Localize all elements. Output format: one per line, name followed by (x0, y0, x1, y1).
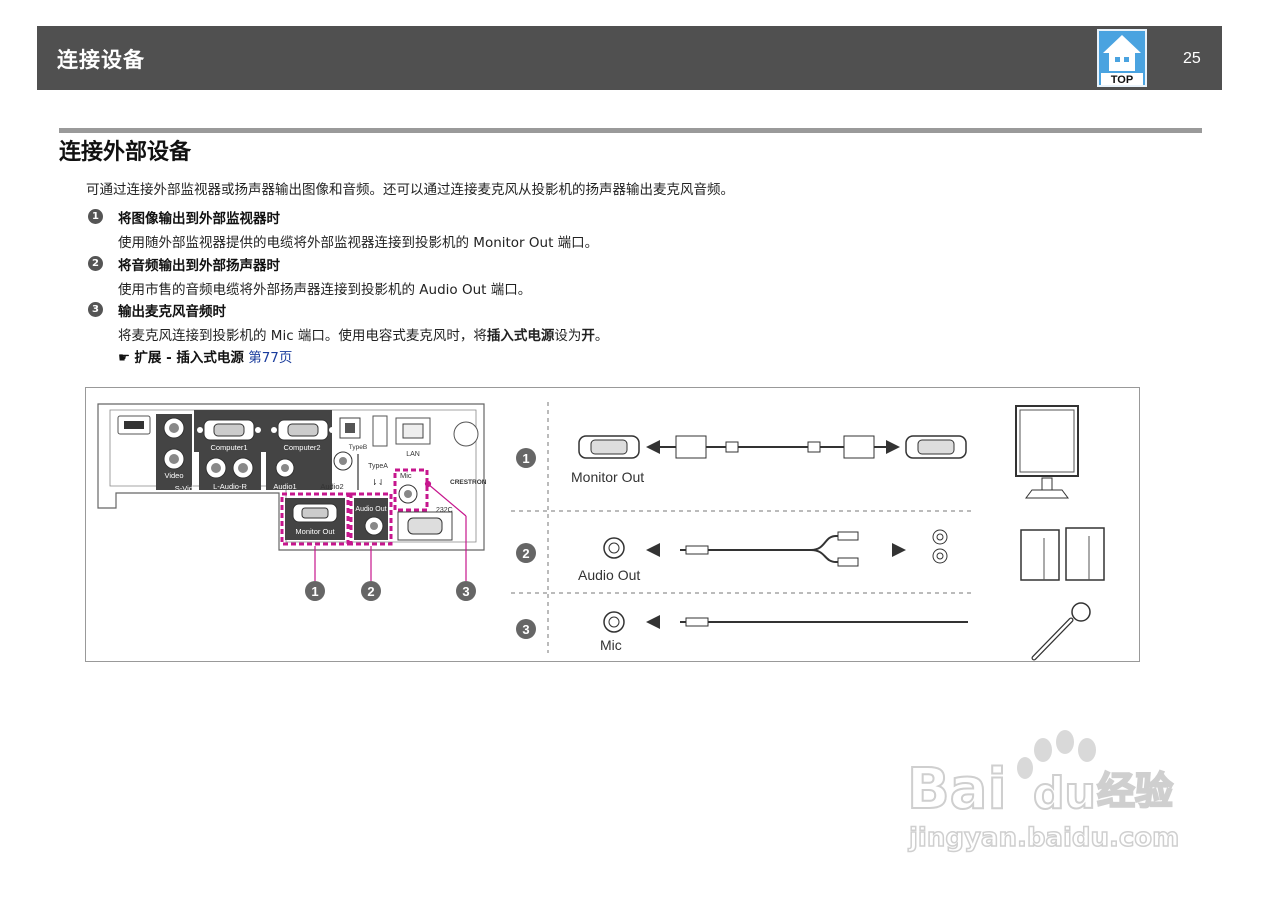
highlight-boxes (280, 468, 429, 546)
row-3: 3 Mic (516, 602, 1091, 661)
row-2: 2 Audio Out (516, 527, 1105, 583)
label-lan: LAN (406, 451, 420, 458)
item-2-title: 将音频输出到外部扬声器时 (118, 258, 280, 274)
microphone-icon (1031, 602, 1091, 661)
label-svideo: S-Video (175, 484, 202, 493)
projector-rear-panel: Video S-Video L-Audio-R Computer1 Comput… (97, 403, 487, 551)
label-monitor-out: Monitor Out (295, 527, 335, 536)
reference-link[interactable]: 第77页 (248, 350, 293, 366)
figure-dividers (511, 402, 971, 653)
item-3-number: 3 (88, 301, 103, 317)
callout-1: 1 (311, 584, 318, 599)
watermark-url: jingyan.baidu.com (908, 823, 1179, 853)
label-audio-out: Audio Out (355, 506, 386, 513)
connection-figure: Video S-Video L-Audio-R Computer1 Comput… (85, 387, 1140, 662)
section-title: 连接外部设备 (59, 140, 192, 165)
label-computer1: Computer1 (210, 443, 247, 452)
row-2-label: Audio Out (578, 567, 640, 583)
speakers-icon (1020, 527, 1105, 581)
label-computer2: Computer2 (283, 443, 320, 452)
item-1-body: 使用随外部监视器提供的电缆将外部监视器连接到投影机的 Monitor Out 端… (118, 235, 599, 251)
row-1-number: 1 (522, 451, 529, 466)
item-1-title: 将图像输出到外部监视器时 (118, 211, 280, 227)
row-1-label: Monitor Out (571, 469, 644, 485)
watermark-brand2: du (1033, 768, 1096, 819)
header-bar: 连接设备 TOP 25 (37, 26, 1222, 90)
label-typeb: TypeB (349, 444, 367, 451)
row-3-label: Mic (600, 637, 622, 653)
row-1: 1 Monitor Out (516, 405, 1079, 499)
label-audio2: Audio2 (320, 482, 343, 491)
hand-pointer-icon: ☛ (118, 350, 131, 366)
section-rule (59, 128, 1202, 133)
label-audio1: Audio1 (273, 482, 296, 491)
reference-text: 扩展 - 插入式电源 (134, 350, 244, 366)
callout-2: 2 (367, 584, 374, 599)
reference-line: ☛ 扩展 - 插入式电源 第77页 (118, 346, 292, 366)
item-2-number: 2 (88, 255, 103, 271)
item-3-title: 输出麦克风音频时 (118, 304, 226, 320)
label-mic: Mic (400, 471, 412, 480)
figure-svg: Video S-Video L-Audio-R Computer1 Comput… (97, 402, 1105, 661)
panel-callouts: 1 2 3 (305, 581, 476, 601)
baidu-watermark: Bai du 经验 jingyan.baidu.com (906, 730, 1180, 854)
watermark-suffix: 经验 (1097, 769, 1173, 813)
item-2-body: 使用市售的音频电缆将外部扬声器连接到投影机的 Audio Out 端口。 (118, 282, 532, 298)
page-number: 25 (1183, 50, 1201, 67)
label-typea: TypeA (368, 463, 388, 470)
label-rs232c: 232C (436, 507, 453, 514)
label-video: Video (164, 471, 183, 480)
label-l-audio-r: L-Audio-R (213, 482, 247, 491)
watermark-brand: Bai (907, 757, 1007, 822)
top-icon[interactable]: TOP (1097, 29, 1147, 87)
svg-text:⇂⇃: ⇂⇃ (371, 478, 384, 487)
paw-icon (1017, 730, 1096, 779)
top-label: TOP (1111, 74, 1133, 86)
item-1-number: 1 (88, 208, 103, 224)
intro-text: 可通过连接外部监视器或扬声器输出图像和音频。还可以通过连接麦克风从投影机的扬声器… (86, 182, 734, 198)
monitor-icon (1015, 405, 1079, 499)
header-title: 连接设备 (57, 48, 145, 72)
callout-3: 3 (462, 584, 469, 599)
callout-lines (314, 480, 467, 581)
item-3-body: 将麦克风连接到投影机的 Mic 端口。使用电容式麦克风时，将插入式电源设为开。 (118, 328, 609, 344)
row-3-number: 3 (522, 622, 529, 637)
row-2-number: 2 (522, 546, 529, 561)
label-crestron: CRESTRON (450, 479, 487, 486)
